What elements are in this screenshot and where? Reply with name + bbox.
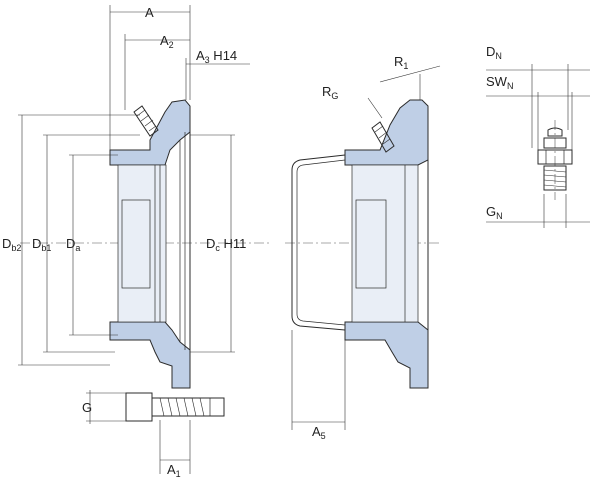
nipple-hex xyxy=(537,149,573,165)
left-section-view xyxy=(18,5,270,474)
grease-nipple-detail xyxy=(486,64,590,228)
label-a5: A5 xyxy=(312,424,326,441)
label-db1: Db1 xyxy=(32,236,51,253)
middle-bearing-bore xyxy=(351,164,419,323)
label-g: G xyxy=(82,400,92,415)
left-housing-upper xyxy=(109,99,191,166)
label-a2: A2 xyxy=(160,33,174,50)
label-dn: DN xyxy=(486,44,502,61)
label-db2: Db2 xyxy=(2,236,21,253)
label-a1: A1 xyxy=(167,462,181,479)
middle-bearing-window xyxy=(355,199,387,289)
middle-housing-lower xyxy=(344,321,429,389)
dim-leader-r1 xyxy=(379,65,441,83)
middle-grease-nipple xyxy=(371,121,395,153)
label-a3-h14: A3 H14 xyxy=(196,48,237,65)
label-gn: GN xyxy=(486,204,503,221)
label-r1: R1 xyxy=(394,54,408,71)
left-bearing-window xyxy=(121,199,151,289)
middle-end-cover xyxy=(291,154,346,331)
nipple-head xyxy=(547,127,563,137)
label-a: A xyxy=(145,5,154,20)
left-fixing-bolt xyxy=(125,392,225,422)
left-housing-lower xyxy=(109,321,191,389)
label-da: Da xyxy=(66,236,80,253)
middle-section-view xyxy=(285,65,441,430)
dim-leader-rg xyxy=(367,97,383,119)
label-swn: SWN xyxy=(486,74,513,91)
label-dc-h11: Dc H11 xyxy=(206,236,246,253)
middle-housing-upper xyxy=(344,99,429,166)
nipple-thread xyxy=(543,165,567,191)
label-rg: RG xyxy=(322,84,338,101)
left-bearing-bore xyxy=(117,164,167,323)
nipple-neck xyxy=(543,137,567,149)
